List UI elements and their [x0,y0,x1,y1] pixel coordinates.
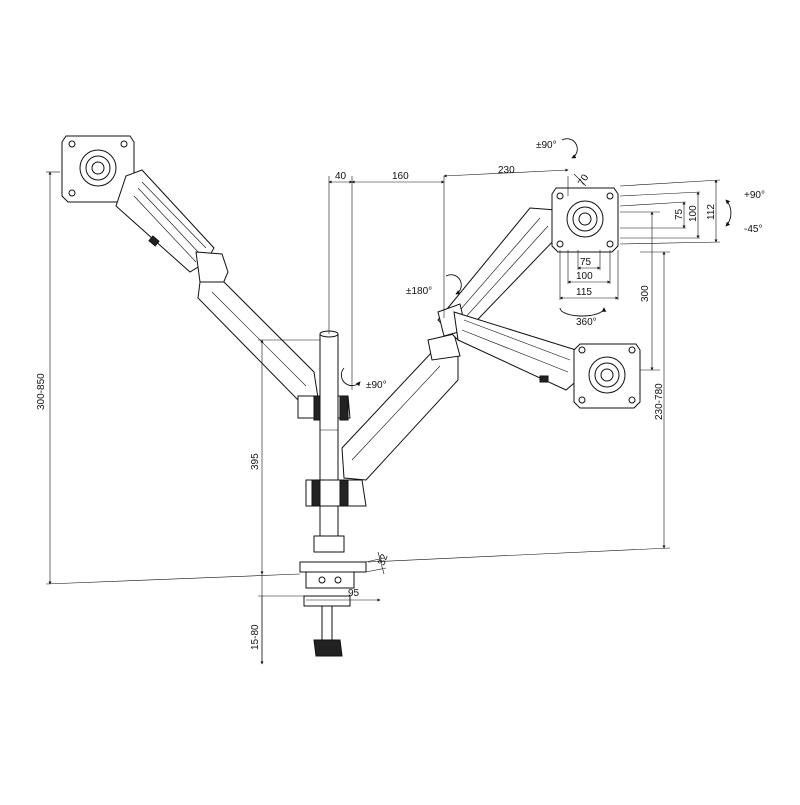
right-lower-arm [305,333,461,507]
left-upper-arm [115,169,229,287]
label-dim-160: 160 [392,171,409,182]
label-clamp-depth: 32 [376,552,390,567]
label-rot-tilt-top: ±90° [536,140,557,151]
label-dim-40: 40 [335,171,347,182]
label-rot-360: 360° [576,317,597,328]
label-dim-70: 70 [576,172,591,188]
label-vesa-v100: 100 [688,205,699,222]
label-vesa-h100: 100 [576,271,593,282]
label-vesa-h115: 115 [576,287,592,298]
label-clamp-thickness: 15-80 [250,624,261,650]
label-vesa-v112: 112 [706,204,717,220]
label-rot-swivel-arm: ±180° [406,286,432,297]
top-right-vesa-plate [551,187,619,253]
dimension-labels: 40 160 230 70 300-850 395 15-80 230-780 … [36,140,765,650]
label-vesa-h75: 75 [580,257,592,268]
rotation-indicators [340,138,732,387]
desk-clamp [299,561,367,657]
label-rot-pole: ±90° [366,380,387,391]
label-dim-395: 395 [250,453,261,470]
label-total-height: 300-850 [36,373,47,410]
label-vesa-v75: 75 [674,208,685,220]
right-upper-arm-bottom [453,311,581,391]
dimension-lines [45,168,721,665]
label-reach-range: 230-780 [654,383,665,420]
pole [313,330,345,553]
label-clamp-width: 95 [348,588,360,599]
bottom-right-vesa-plate [573,343,641,409]
label-tilt-down: -45° [744,224,762,235]
label-tilt-up: +90° [744,190,765,201]
label-dim-300: 300 [640,285,651,302]
label-dim-230: 230 [498,165,515,176]
